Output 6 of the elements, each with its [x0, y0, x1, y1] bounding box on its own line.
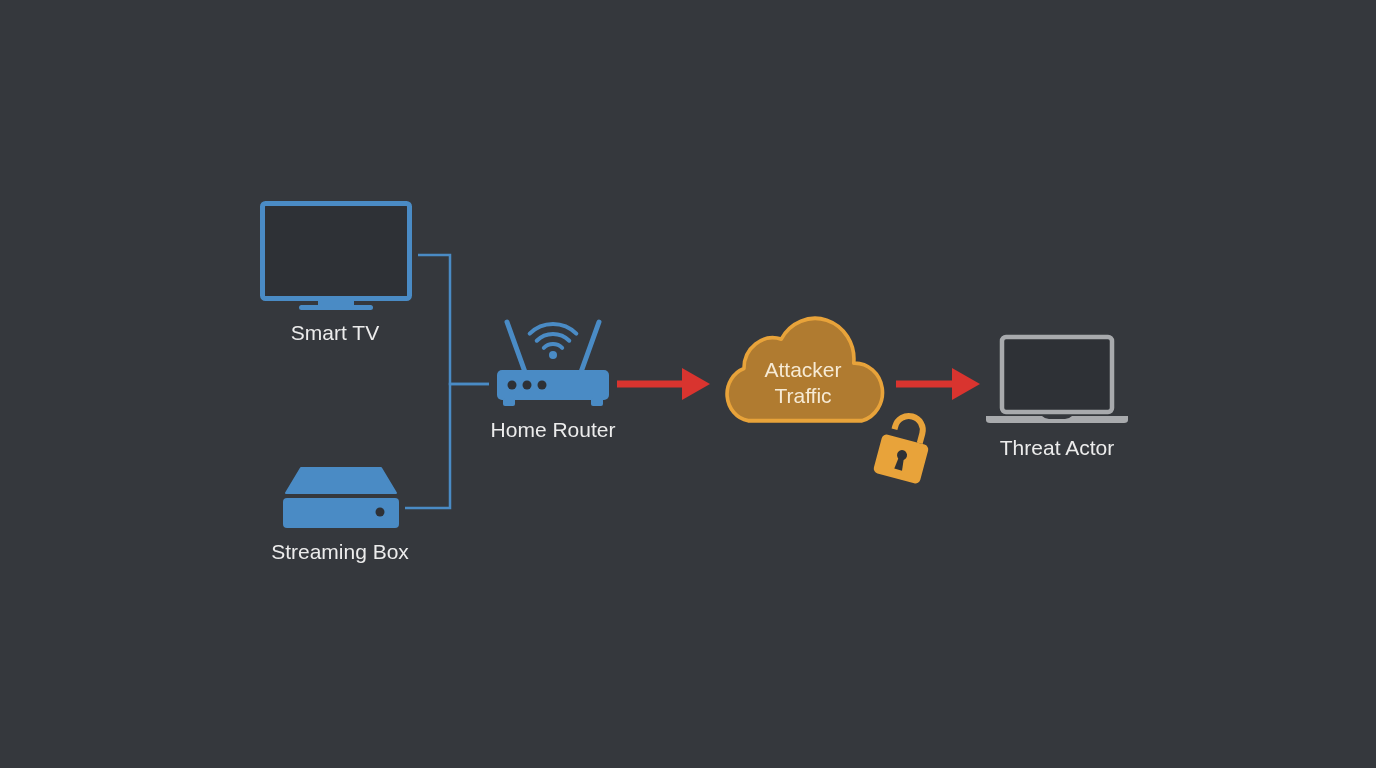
- node-label: Threat Actor: [998, 436, 1116, 460]
- connector-line: [405, 382, 489, 510]
- node-label: Home Router: [489, 418, 617, 442]
- node-label: Smart TV: [289, 321, 381, 345]
- node-label: Attacker Traffic: [763, 357, 843, 409]
- node-label: Streaming Box: [270, 540, 410, 564]
